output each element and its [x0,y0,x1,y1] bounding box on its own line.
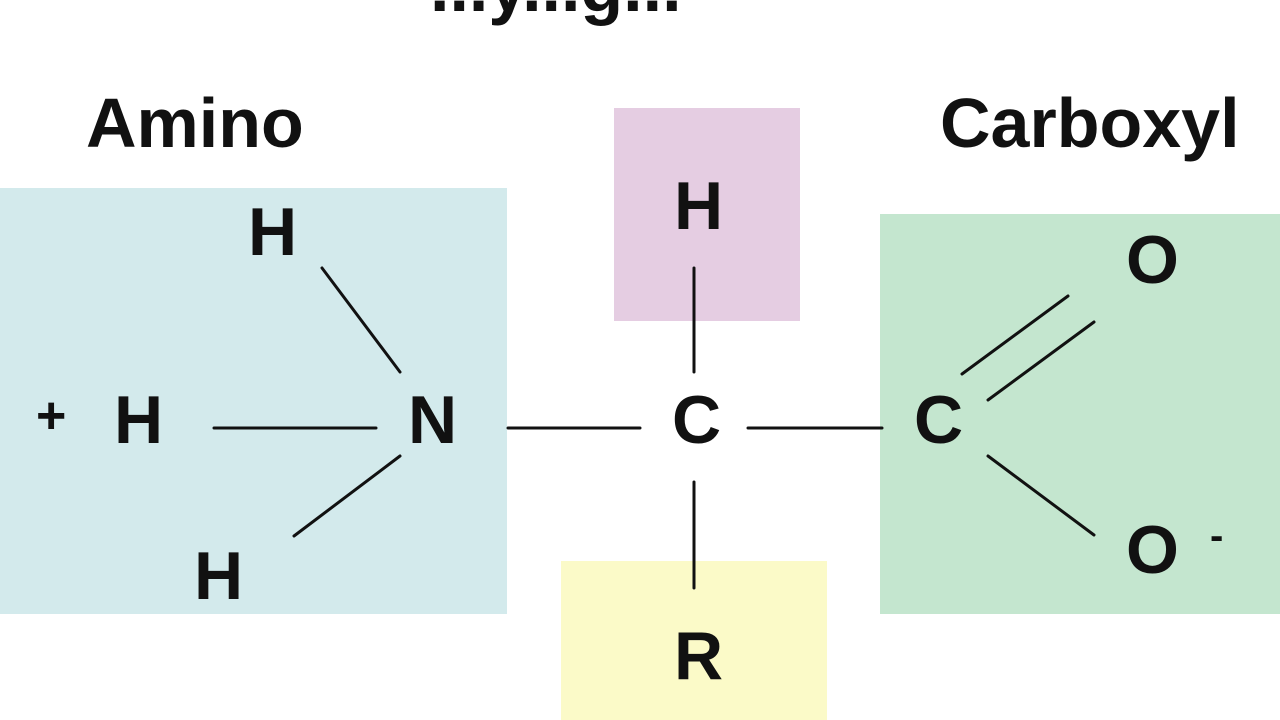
bond-double-o-2 [986,320,1096,402]
alpha-hydrogen-box [614,108,800,321]
single-bond-oxygen-atom: O [1126,512,1179,588]
bond-double-o-1 [960,294,1070,376]
bond-c-o-single [986,454,1096,537]
amino-hydrogen-bottom: H [194,538,244,614]
r-group-atom: R [674,618,724,694]
title-fragment: ...y...g... [430,0,682,22]
carboxyl-group-box [880,214,1280,614]
oxygen-negative-charge: - [1210,514,1224,558]
bond-n-h-top [320,266,402,374]
carboxyl-carbon-atom: C [914,382,964,458]
amino-hydrogen-left: H [114,382,164,458]
alpha-carbon-atom: C [672,382,722,458]
bond-n-h-bottom [292,454,402,538]
amino-group-box [0,188,507,614]
nitrogen-atom: N [408,382,458,458]
amino-label: Amino [86,84,304,162]
amino-positive-charge: + [36,387,67,445]
alpha-hydrogen-atom: H [674,168,724,244]
carboxyl-label: Carboxyl [940,84,1240,162]
double-bond-oxygen-atom: O [1126,222,1179,298]
amino-hydrogen-top: H [248,194,298,270]
